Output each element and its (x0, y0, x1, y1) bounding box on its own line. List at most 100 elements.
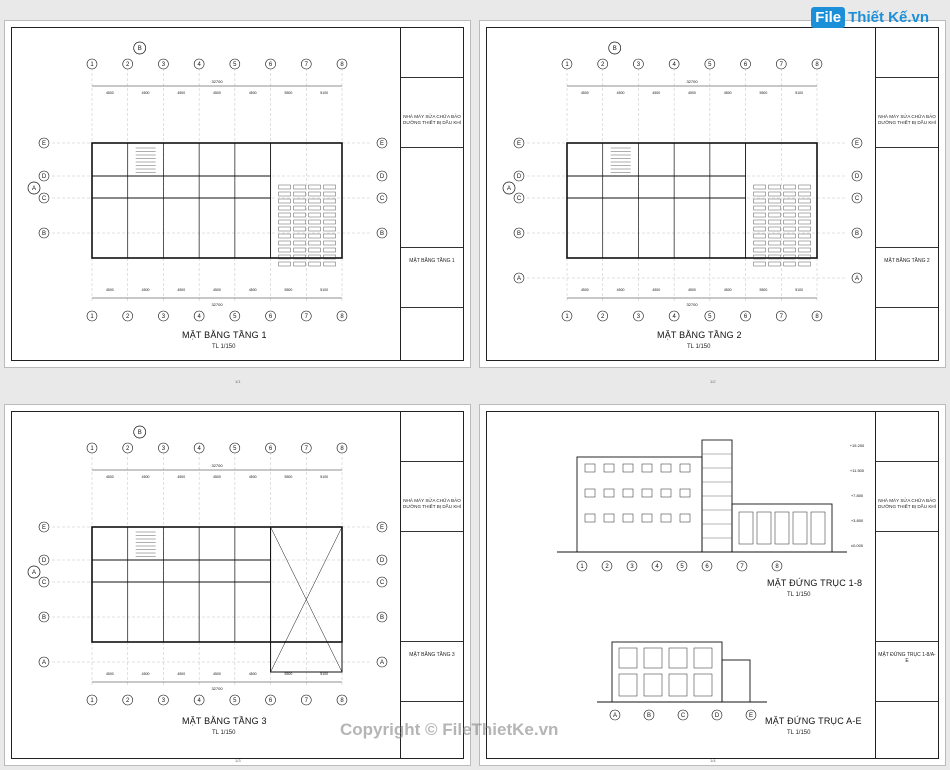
seat-row (293, 191, 306, 197)
axis-bubble (811, 310, 823, 322)
axis-label: E (42, 141, 46, 147)
axis-label: E (517, 141, 521, 147)
seat-row (323, 198, 336, 204)
window (660, 513, 672, 523)
dim-text: 4500 (581, 288, 589, 292)
axis-bubble (376, 192, 388, 204)
axis-bubble (601, 560, 613, 572)
seat-row (783, 205, 796, 211)
window (679, 488, 691, 498)
axis-label: 1 (90, 62, 94, 68)
window (693, 673, 713, 697)
dim-total: 32700 (686, 302, 698, 307)
axis-bubble (265, 694, 276, 706)
axis-label: A (855, 276, 859, 282)
seat-row (798, 240, 811, 246)
axis-label: 3 (637, 314, 641, 320)
sheet-title: MẶT ĐỨNG TRỤC 1-8/A-E (876, 642, 938, 702)
axis-bubble (633, 310, 644, 322)
axis-bubble (513, 272, 525, 284)
axis-label: E (380, 525, 384, 531)
seat-row (768, 254, 781, 260)
axis-bubble (643, 709, 655, 721)
glazing (756, 511, 772, 545)
window (641, 513, 653, 523)
dim-text: 4500 (249, 672, 257, 676)
dim-text: 5100 (795, 91, 803, 95)
dim-text: 4500 (249, 288, 257, 292)
dim-text: 4500 (142, 91, 150, 95)
dim-text: 4500 (106, 672, 114, 676)
axis-label: D (380, 558, 385, 564)
axis-label: 4 (672, 314, 676, 320)
seat-row (323, 219, 336, 225)
seat-row (323, 261, 336, 267)
section-label: B (138, 46, 142, 52)
axis-label: 2 (126, 62, 130, 68)
dim-text: 4500 (177, 672, 185, 676)
axis-bubble (513, 137, 525, 149)
axis-bubble (193, 442, 205, 454)
window (622, 513, 634, 523)
axis-bubble (376, 656, 388, 668)
axis-label: 5 (233, 446, 237, 452)
axis-label: 5 (708, 62, 712, 68)
dim-text: 4500 (213, 475, 221, 479)
dim-text: 5500 (285, 288, 293, 292)
axis-label: 3 (162, 62, 166, 68)
seat-row (308, 240, 321, 246)
axis-label: 1 (580, 564, 584, 570)
seat-row (798, 254, 811, 260)
axis-label: 2 (126, 698, 130, 704)
axis-bubble (740, 58, 751, 70)
section-label: B (138, 430, 142, 436)
axis-bubble (122, 442, 134, 454)
axis-label: E (855, 141, 859, 147)
axis-label: 7 (780, 62, 784, 68)
axis-label: 7 (780, 314, 784, 320)
seat-row (323, 240, 336, 246)
axis-label: 4 (672, 62, 676, 68)
axis-bubble (265, 442, 276, 454)
seat-row (293, 254, 306, 260)
logo-box: File (811, 7, 846, 28)
axis-label: D (42, 558, 47, 564)
dim-text: 5500 (285, 475, 293, 479)
seat-row (753, 261, 766, 267)
page-number: 1/1 (235, 379, 241, 384)
seat-row (768, 240, 781, 246)
elevation-1-8-title: MẶT ĐỨNG TRỤC 1-8 (767, 578, 863, 588)
axis-label: 8 (340, 446, 344, 452)
axis-bubble (668, 58, 680, 70)
sheet-title: MẶT BẰNG TẦNG 3 (401, 642, 463, 702)
seat-row (278, 261, 291, 267)
window (622, 463, 634, 473)
seat-row (783, 212, 796, 218)
seat-row (323, 205, 336, 211)
section-marker (27, 565, 41, 579)
axis-bubble (265, 58, 276, 70)
axis-bubble (704, 310, 716, 322)
seat-row (783, 219, 796, 225)
axis-bubble (811, 58, 823, 70)
axis-label: 6 (744, 314, 748, 320)
title-block: NHÀ MÁY SỬA CHỮA BẢO DƯỠNG THIẾT BỊ DẦU … (400, 412, 463, 758)
drawing-title: MẶT BẰNG TẦNG 2 (657, 330, 742, 340)
dim-text: 4500 (652, 91, 660, 95)
axis-bubble (300, 694, 312, 706)
dim-text: 4500 (617, 288, 625, 292)
window (584, 463, 596, 473)
building-outline (91, 142, 343, 259)
axis-bubble (376, 576, 388, 588)
dim-text: 4500 (213, 288, 221, 292)
seat-row (308, 191, 321, 197)
seat-row (798, 219, 811, 225)
axis-bubble (336, 58, 348, 70)
page-number: 1/4 (710, 758, 716, 763)
axis-label: 3 (162, 446, 166, 452)
dim-total: 32700 (211, 686, 223, 691)
dim-text: 5100 (320, 475, 328, 479)
